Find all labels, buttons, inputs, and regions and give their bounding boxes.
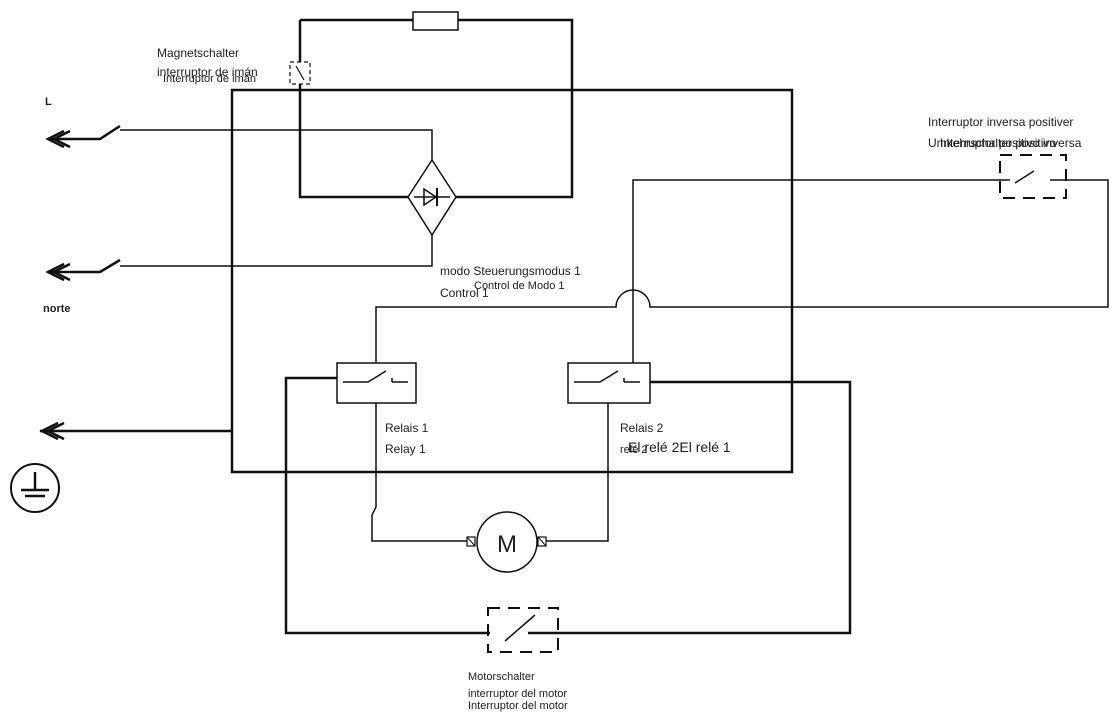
reverse-switch <box>999 154 1067 199</box>
terminal-n-label: norte <box>43 303 71 315</box>
magnet-switch-label-de: Magnetschalter <box>157 46 239 60</box>
motor-circuit <box>284 376 852 635</box>
mode-control-label-en: Control 1 <box>440 286 489 300</box>
relay-2-label-large: El relé 2El relé 1 <box>628 439 731 455</box>
ground-wire <box>39 421 232 441</box>
n-input-line <box>45 235 433 282</box>
relay-2 <box>567 362 651 404</box>
mode-control-label: modo Steuerungsmodus 1 <box>440 264 581 278</box>
relay-1-label-en: Relay 1 <box>385 442 426 456</box>
relay-2-label-de: Relais 2 <box>620 421 664 435</box>
motor <box>466 511 547 573</box>
reverse-switch-label: Interruptor inversa positiver <box>928 115 1073 129</box>
motor-switch <box>487 607 559 653</box>
relay-1 <box>336 362 417 404</box>
enclosure-frame <box>230 88 794 474</box>
motor-symbol-label: M <box>497 531 517 558</box>
l-input-line <box>45 124 433 160</box>
control-wiring <box>375 179 1109 365</box>
relay-1-label-de: Relais 1 <box>385 421 429 435</box>
motor-switch-label-de: Motorschalter <box>468 671 535 683</box>
ground-symbol-icon <box>10 463 60 513</box>
motor-switch-label-es-2: Interruptor del motor <box>468 700 568 712</box>
motor-circle <box>476 511 538 573</box>
relay-2-label-small: relé 2 <box>620 444 648 456</box>
mode-control-label-es: Control de Modo 1 <box>474 280 565 292</box>
motor-switch-label-es-1: interruptor del motor <box>468 688 567 700</box>
magnet-switch-label-es: interruptor de imán <box>157 65 258 79</box>
magnet-switch-label-es-overlay: Interruptor de imán <box>163 73 256 85</box>
terminal-l-label: L <box>45 96 52 108</box>
magnet-switch-symbol <box>289 61 311 85</box>
bridge-rectifier <box>407 158 457 237</box>
reverse-switch-label-overlay-b: Interruptor positivo inversa <box>940 136 1082 150</box>
resistor <box>412 11 459 31</box>
magnet-loop <box>289 11 574 199</box>
reverse-switch-label-overlay-a: Umkehrschalter positivo <box>928 136 1056 150</box>
